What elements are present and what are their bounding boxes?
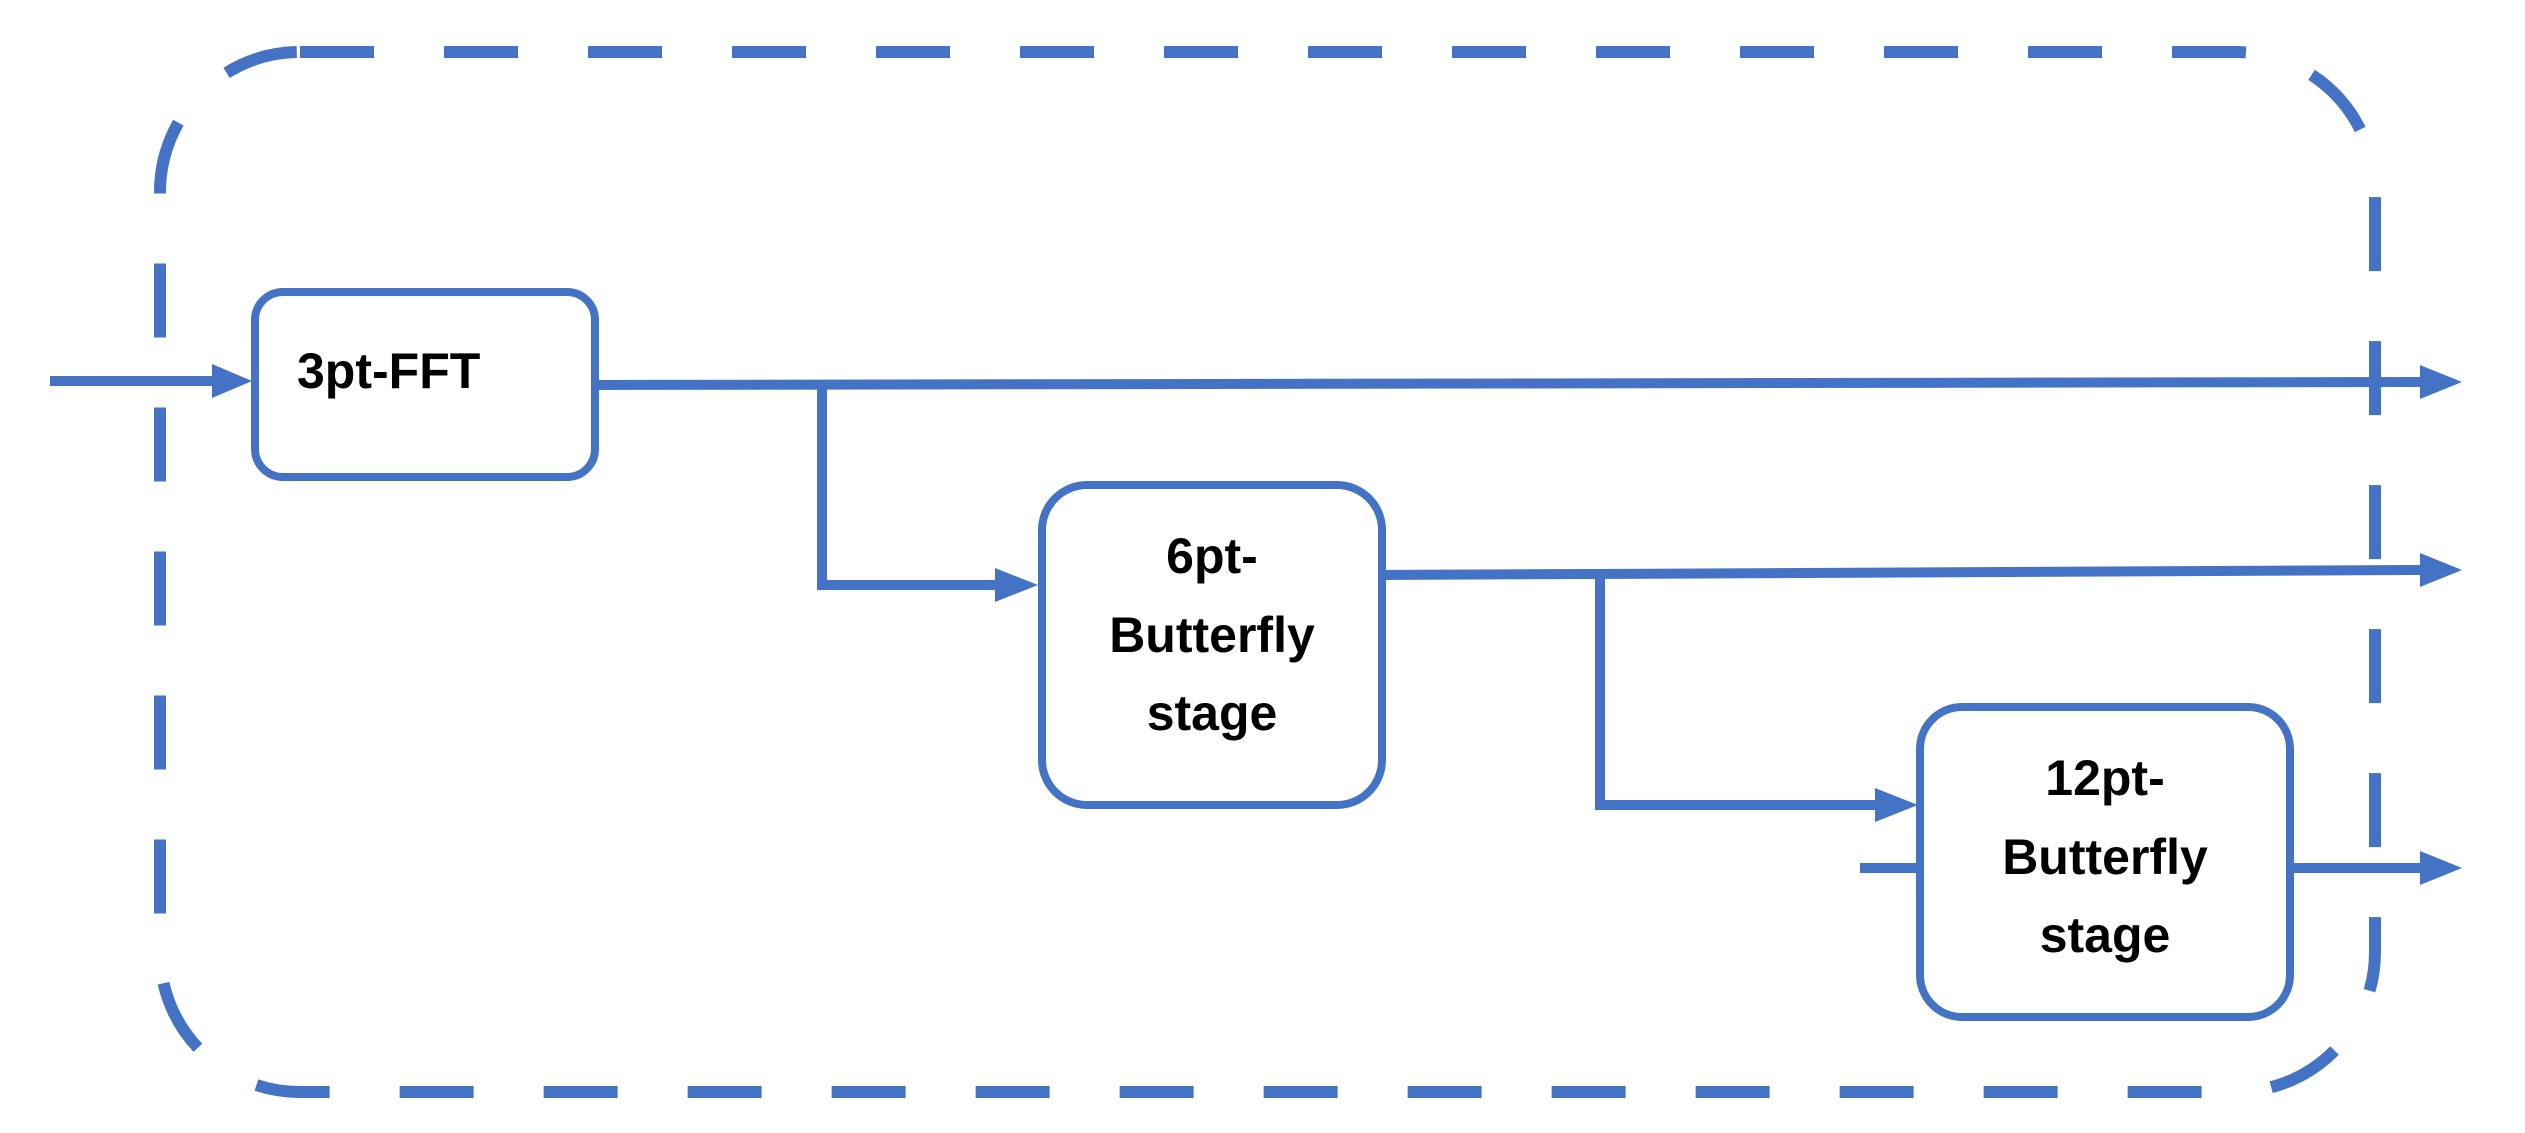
bf12-block: 12pt- Butterfly stage xyxy=(1916,703,2294,1021)
bf6-label-line1: 6pt- xyxy=(1166,528,1258,584)
fft3-output-line xyxy=(594,377,2421,390)
fft3-block: 3pt-FFT xyxy=(251,288,599,481)
bf6-label-line3: stage xyxy=(1147,685,1278,741)
bf6-output-line xyxy=(1379,565,2421,580)
input-arrowhead xyxy=(212,364,252,398)
bf12-label-line2: Butterfly xyxy=(2002,829,2208,885)
fft3-output-arrowhead xyxy=(2420,365,2462,399)
bf12-label-line1: 12pt- xyxy=(2045,750,2164,806)
fft3-label: 3pt-FFT xyxy=(297,343,480,399)
bf12-input-arrowhead xyxy=(1875,788,1918,822)
bf12-output-arrowhead xyxy=(2420,851,2462,885)
bf6-to-bf12-connector xyxy=(1595,575,1875,810)
bf12-label-line3: stage xyxy=(2040,907,2171,963)
bf6-label-line2: Butterfly xyxy=(1109,607,1315,663)
bf6-input-arrowhead xyxy=(995,568,1038,602)
enclosure-boundary xyxy=(154,46,2381,1098)
bf6-block: 6pt- Butterfly stage xyxy=(1038,481,1386,809)
bf6-output-arrowhead xyxy=(2420,553,2462,587)
fft3-to-bf6-connector xyxy=(817,385,995,590)
